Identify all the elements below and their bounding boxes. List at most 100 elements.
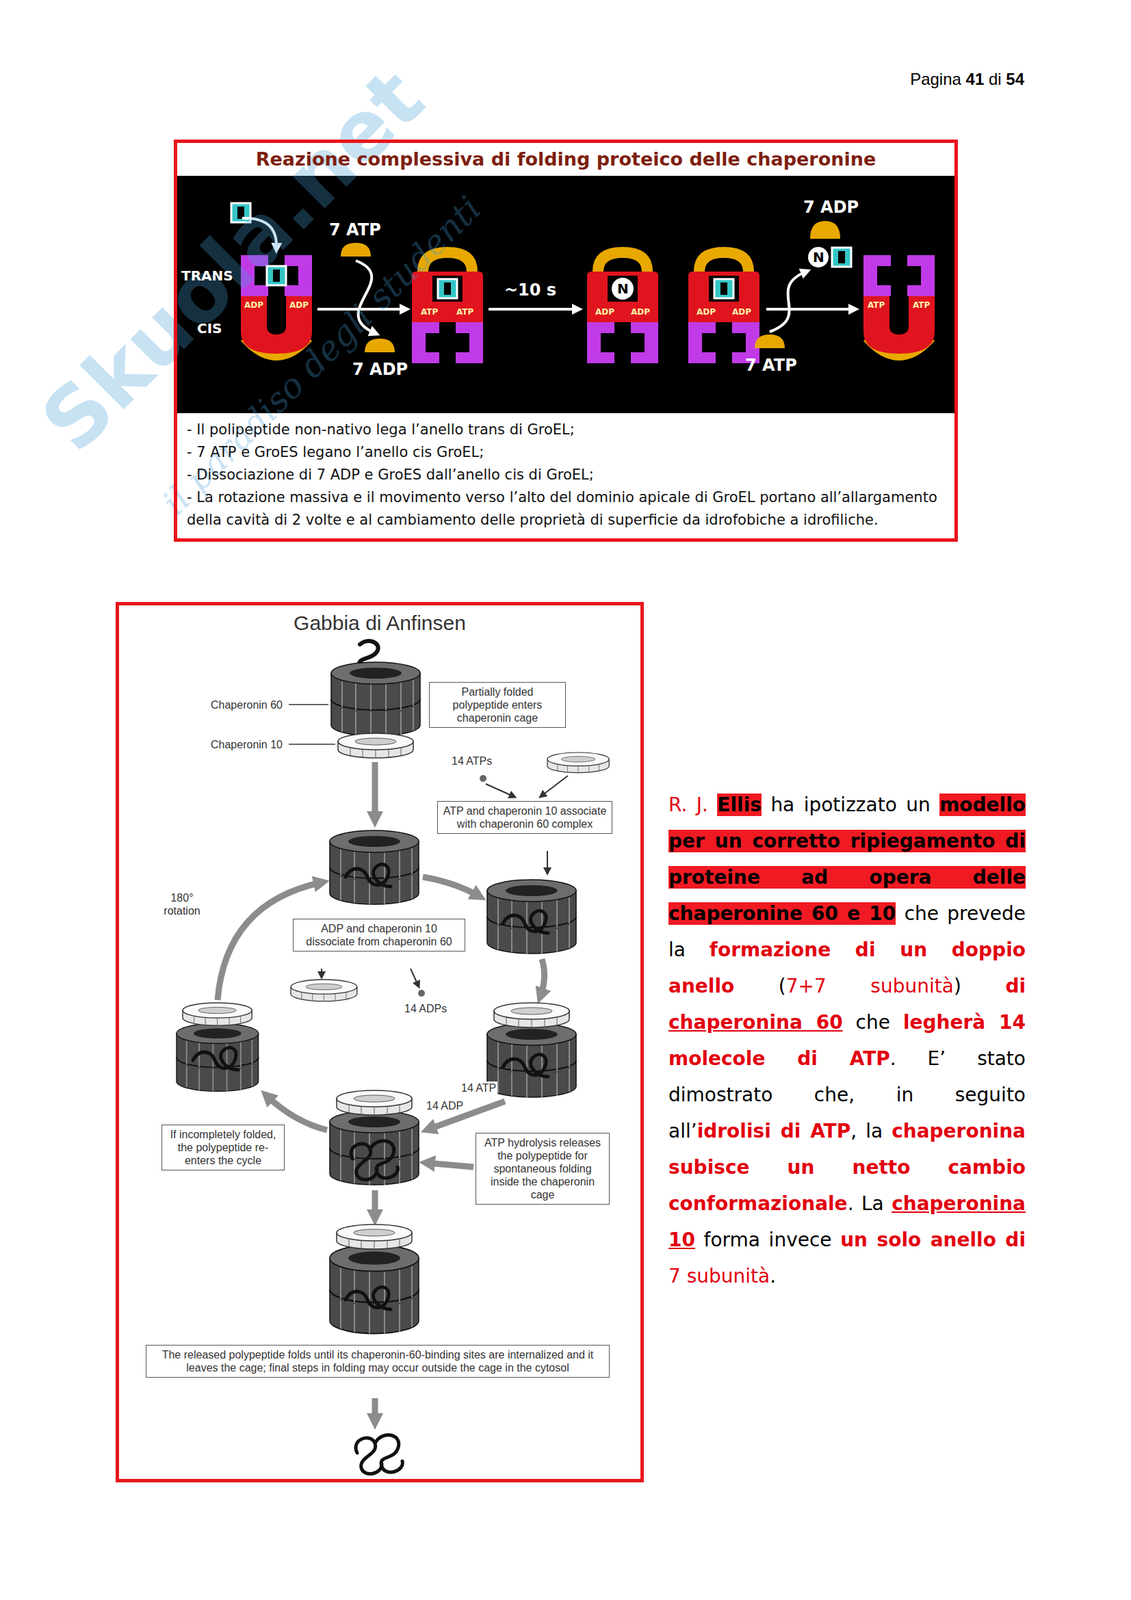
groel-cycle-panel (242, 218, 277, 249)
anfinsen-cage-figure (329, 1245, 419, 1335)
anfinsen-cage-figure (192, 1048, 239, 1071)
panel-label: N (617, 280, 629, 297)
bullet-text: - La rotazione massiva e il movimento ve… (177, 486, 955, 532)
callout-text: ATP and chaperonin 10 associate with cha… (442, 804, 608, 831)
anfinsen-cage-figure (329, 1111, 419, 1186)
groel-cycle-panel (488, 307, 578, 311)
anfinsen-cage-figure (320, 968, 323, 976)
anfinsen-cage-figure (288, 704, 329, 706)
panel-label: ADP (289, 300, 309, 310)
groel-cycle-panel (754, 334, 785, 349)
panel-label: ATP (867, 300, 885, 310)
callout-text: The released polypeptide folds until its… (150, 1348, 605, 1375)
groel-cycle-panel (437, 279, 458, 299)
anfinsen-cage-figure (338, 733, 414, 759)
paragraph-run: . (769, 1265, 776, 1288)
groel-cycle-panel (240, 296, 312, 356)
anfinsen-cage-figure (345, 864, 391, 887)
anfinsen-cage-figure (502, 911, 549, 934)
anfinsen-cage-figure (426, 1163, 474, 1168)
anfinsen-cage-figure (372, 762, 379, 820)
anfinsen-cage-figure (355, 1435, 403, 1475)
page-number-text: 54 (1005, 69, 1025, 89)
callout-box: ATP and chaperonin 10 associate with cha… (437, 801, 613, 835)
groel-cycle-panel (340, 242, 371, 257)
page-header: Pagina 41 di 54 (910, 69, 1025, 89)
panel-label: ADP (595, 307, 615, 317)
anfinsen-cage-figure (345, 1287, 391, 1310)
paragraph-run: ( (778, 975, 787, 998)
paragraph-run: che (855, 1011, 891, 1034)
anfinsen-cage-figure (290, 979, 358, 1002)
figure-title: Reazione complessiva di folding proteico… (177, 143, 955, 176)
anfinsen-cage-figure (176, 1023, 259, 1092)
paragraph-run: , la (850, 1120, 883, 1143)
groel-cycle-panel (587, 247, 659, 364)
paragraph-run: di (1005, 975, 1026, 998)
anfinsen-cage-figure (487, 1023, 577, 1098)
anfinsen-cage-figure (182, 1003, 252, 1026)
figure-label: 14 ADPs (403, 1002, 449, 1016)
anfinsen-cage-figure (336, 1090, 412, 1116)
anfinsen-cage-figure (494, 1003, 570, 1028)
anfinsen-cage-figure (176, 1023, 259, 1092)
bullet-text: - 7 ATP e GroES legano l’anello cis GroE… (177, 441, 955, 464)
panel-label: 7 ADP (803, 197, 859, 217)
figure-label: 14 ATP (459, 1081, 498, 1095)
paragraph-run: Ellis (717, 793, 762, 817)
anfinsen-cage-figure (372, 1398, 379, 1422)
page-number-text: Pagina (910, 69, 962, 89)
groel-cycle-panel (411, 247, 484, 364)
panel-label: ADP (696, 307, 716, 317)
anfinsen-cage-figure (288, 743, 336, 746)
figure-label: 14 ATPs (450, 754, 494, 768)
groel-cycle-panel (688, 247, 760, 364)
anfinsen-cage-figure (541, 775, 568, 796)
panel-label: ATP (420, 307, 438, 317)
anfinsen-cage-figure (546, 851, 549, 872)
anfinsen-cage-figure (290, 979, 358, 1002)
anfinsen-cage-figure (547, 752, 609, 774)
anfinsen-cage-figure (329, 830, 419, 905)
paragraph-run: un solo anello di (840, 1228, 1026, 1252)
figure-frame: Gabbia di AnfinsenPartially folded polyp… (115, 602, 644, 1483)
groel-cycle-panel (176, 175, 956, 414)
callout-box: The released polypeptide folds until its… (145, 1345, 610, 1378)
figure-title: Gabbia di Anfinsen (119, 611, 641, 636)
anfinsen-cage-figure (479, 775, 487, 783)
paragraph-run: . La (847, 1192, 884, 1216)
anfinsen-cage-figure (502, 1055, 549, 1077)
anfinsen-cage-figure (351, 1141, 398, 1181)
groel-cycle-panel (808, 247, 829, 268)
groel-cycle-panel (240, 255, 312, 297)
panel-label: 7 ADP (352, 359, 408, 380)
groel-cycle-panel (355, 260, 375, 334)
panel-label: ATP (456, 307, 474, 317)
callout-box: ADP and chaperonin 10 dissociate from ch… (292, 918, 466, 952)
paragraph-run: ) (953, 975, 962, 998)
panel-label: ADP (630, 307, 650, 317)
callout-box: ATP hydrolysis releases the polypeptide … (475, 1133, 610, 1205)
bullet-text: - Il polipeptide non-nativo lega l’anell… (177, 418, 955, 442)
groel-cycle-panel (766, 307, 854, 311)
paragraph-run: chaperonina 60 (668, 1011, 843, 1034)
groel-cycle-panel (364, 338, 395, 353)
callout-box: Partially folded polypeptide enters chap… (429, 682, 566, 728)
anfinsen-cage-figure (336, 1224, 412, 1250)
paragraph-run: 7+7 subunità (786, 975, 954, 998)
anfinsen-cage-figure (372, 1190, 379, 1218)
paragraph-run: forma invece (704, 1228, 832, 1252)
groel-cycle-panel (176, 175, 956, 414)
paragraph-run: ha ipotizzato un (770, 793, 930, 817)
anfinsen-cage-figure (329, 1245, 419, 1335)
anfinsen-cage-figure (547, 752, 609, 774)
anfinsen-cage-figure (485, 784, 514, 797)
page-number-text: di (988, 69, 1002, 89)
figure-label: 180° rotation (158, 891, 206, 918)
body-paragraph: R. J. Ellis ha ipotizzato un modello per… (668, 786, 1026, 1295)
anfinsen-cage-figure (540, 959, 545, 997)
anfinsen-cage-figure (331, 662, 421, 737)
panel-label: N (812, 249, 825, 266)
groel-cycle-panel (714, 279, 734, 299)
